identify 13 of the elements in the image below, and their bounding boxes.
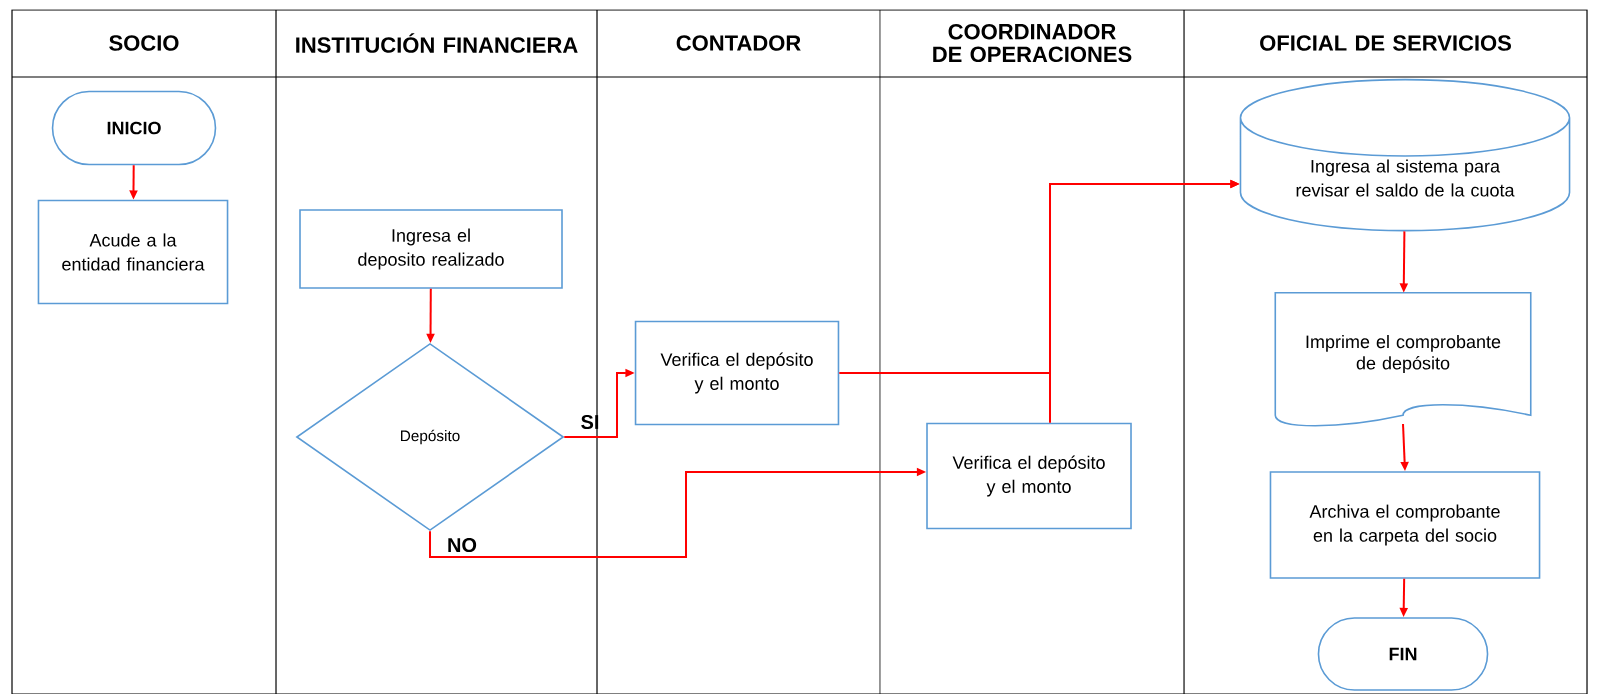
process-box: Verifica el depósito y el monto bbox=[634, 320, 840, 426]
database-cylinder: Ingresa al sistema para revisar el saldo de la cuota bbox=[1239, 78, 1571, 232]
process-box: Acude a la entidad financiera bbox=[37, 199, 229, 305]
column-header: CONTADOR bbox=[676, 35, 801, 51]
edge-label: NO bbox=[448, 537, 477, 553]
process-box: Ingresa el deposito realizado bbox=[299, 209, 563, 289]
process-box: Verifica el depósito y el monto bbox=[926, 422, 1132, 530]
column-header: COORDINADOR DE OPERACIONES bbox=[933, 23, 1132, 63]
document-shape: Imprime el comprobante de depósito bbox=[1274, 291, 1532, 427]
column-header: SOCIO bbox=[109, 35, 179, 51]
process-box: Archiva el comprobante en la carpeta del socio bbox=[1269, 471, 1541, 579]
column-header: OFICIAL DE SERVICIOS bbox=[1260, 35, 1511, 51]
column-header: INSTITUCIÓN FINANCIERA bbox=[296, 33, 578, 53]
